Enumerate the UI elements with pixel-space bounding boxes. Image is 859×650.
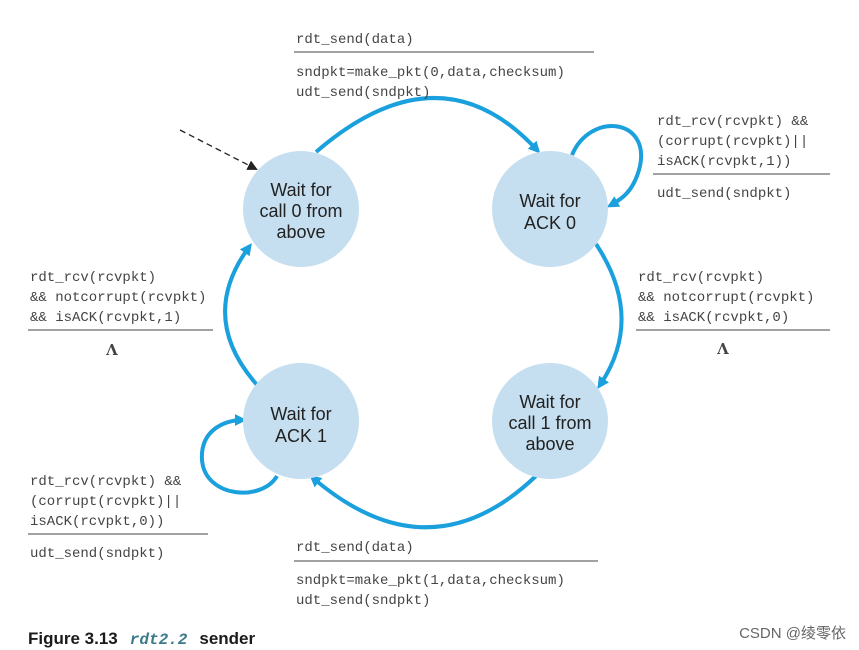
figure-caption: Figure 3.13 rdt2.2 sender: [28, 629, 256, 649]
transition-label-ack0-self: rdt_rcv(rcvpkt) && (corrupt(rcvpkt)|| is…: [653, 114, 830, 202]
transition-event-line: && notcorrupt(rcvpkt): [638, 290, 814, 306]
transition-action-line: udt_send(sndpkt): [296, 593, 430, 609]
transition-event-line: rdt_rcv(rcvpkt) &&: [30, 474, 182, 490]
state-label-line: above: [276, 222, 325, 242]
lambda-action: Λ: [716, 340, 729, 358]
transition-event-line: && isACK(rcvpkt,0): [638, 310, 789, 326]
transition-arrow-ack1-self: [199, 414, 279, 495]
transition-action-line: sndpkt=make_pkt(1,data,checksum): [296, 573, 565, 589]
transition-event-line: && isACK(rcvpkt,1): [30, 310, 181, 326]
transition-event-line: rdt_rcv(rcvpkt): [638, 270, 764, 286]
transition-action-line: udt_send(sndpkt): [296, 85, 430, 101]
caption-suffix: sender: [199, 629, 255, 648]
transition-action-line: sndpkt=make_pkt(0,data,checksum): [296, 65, 565, 81]
transition-event-line: rdt_send(data): [296, 32, 414, 48]
transition-action-line: udt_send(sndpkt): [30, 546, 164, 562]
transition-action-line: udt_send(sndpkt): [657, 186, 791, 202]
watermark: CSDN @绫零依: [739, 625, 846, 642]
transition-event-line: rdt_rcv(rcvpkt) &&: [657, 114, 809, 130]
transition-label-bottom: rdt_send(data) sndpkt=make_pkt(1,data,ch…: [294, 540, 598, 609]
transition-label-top: rdt_send(data) sndpkt=make_pkt(0,data,ch…: [294, 32, 594, 101]
transition-event-line: rdt_rcv(rcvpkt): [30, 270, 156, 286]
state-label-line: call 0 from: [259, 201, 342, 221]
state-label-line: call 1 from: [508, 413, 591, 433]
state-label-line: Wait for: [519, 392, 580, 412]
transition-event-line: && notcorrupt(rcvpkt): [30, 290, 206, 306]
state-wait-call-0: Wait for call 0 from above: [243, 151, 359, 267]
transition-event-line: rdt_send(data): [296, 540, 414, 556]
transition-arrow-left: [223, 243, 260, 388]
transition-event-line: isACK(rcvpkt,1)): [657, 154, 791, 170]
transition-label-left: rdt_rcv(rcvpkt) && notcorrupt(rcvpkt) &&…: [28, 270, 213, 359]
lambda-action: Λ: [105, 341, 118, 359]
transition-event-line: (corrupt(rcvpkt)||: [30, 494, 181, 510]
caption-prefix: Figure 3.13: [28, 629, 118, 648]
transition-event-line: isACK(rcvpkt,0)): [30, 514, 164, 530]
state-wait-ack-0: Wait for ACK 0: [492, 151, 608, 267]
state-wait-call-1: Wait for call 1 from above: [492, 363, 608, 479]
state-label-line: Wait for: [270, 180, 331, 200]
transition-arrow-top: [314, 96, 541, 154]
state-label-line: Wait for: [519, 191, 580, 211]
transition-arrow-right: [594, 242, 624, 389]
transition-arrow-ack0-self: [570, 124, 644, 208]
state-label-line: ACK 1: [275, 426, 327, 446]
transition-event-line: (corrupt(rcvpkt)||: [657, 134, 808, 150]
state-label-line: Wait for: [270, 404, 331, 424]
initial-state-arrow: [179, 129, 258, 170]
caption-code: rdt2.2: [130, 631, 188, 649]
state-label-line: above: [525, 434, 574, 454]
transition-label-ack1-self: rdt_rcv(rcvpkt) && (corrupt(rcvpkt)|| is…: [28, 474, 208, 562]
state-wait-ack-1: Wait for ACK 1: [243, 363, 359, 479]
transition-label-right: rdt_rcv(rcvpkt) && notcorrupt(rcvpkt) &&…: [636, 270, 830, 358]
transition-arrow-bottom: [309, 473, 539, 530]
state-label-line: ACK 0: [524, 213, 576, 233]
